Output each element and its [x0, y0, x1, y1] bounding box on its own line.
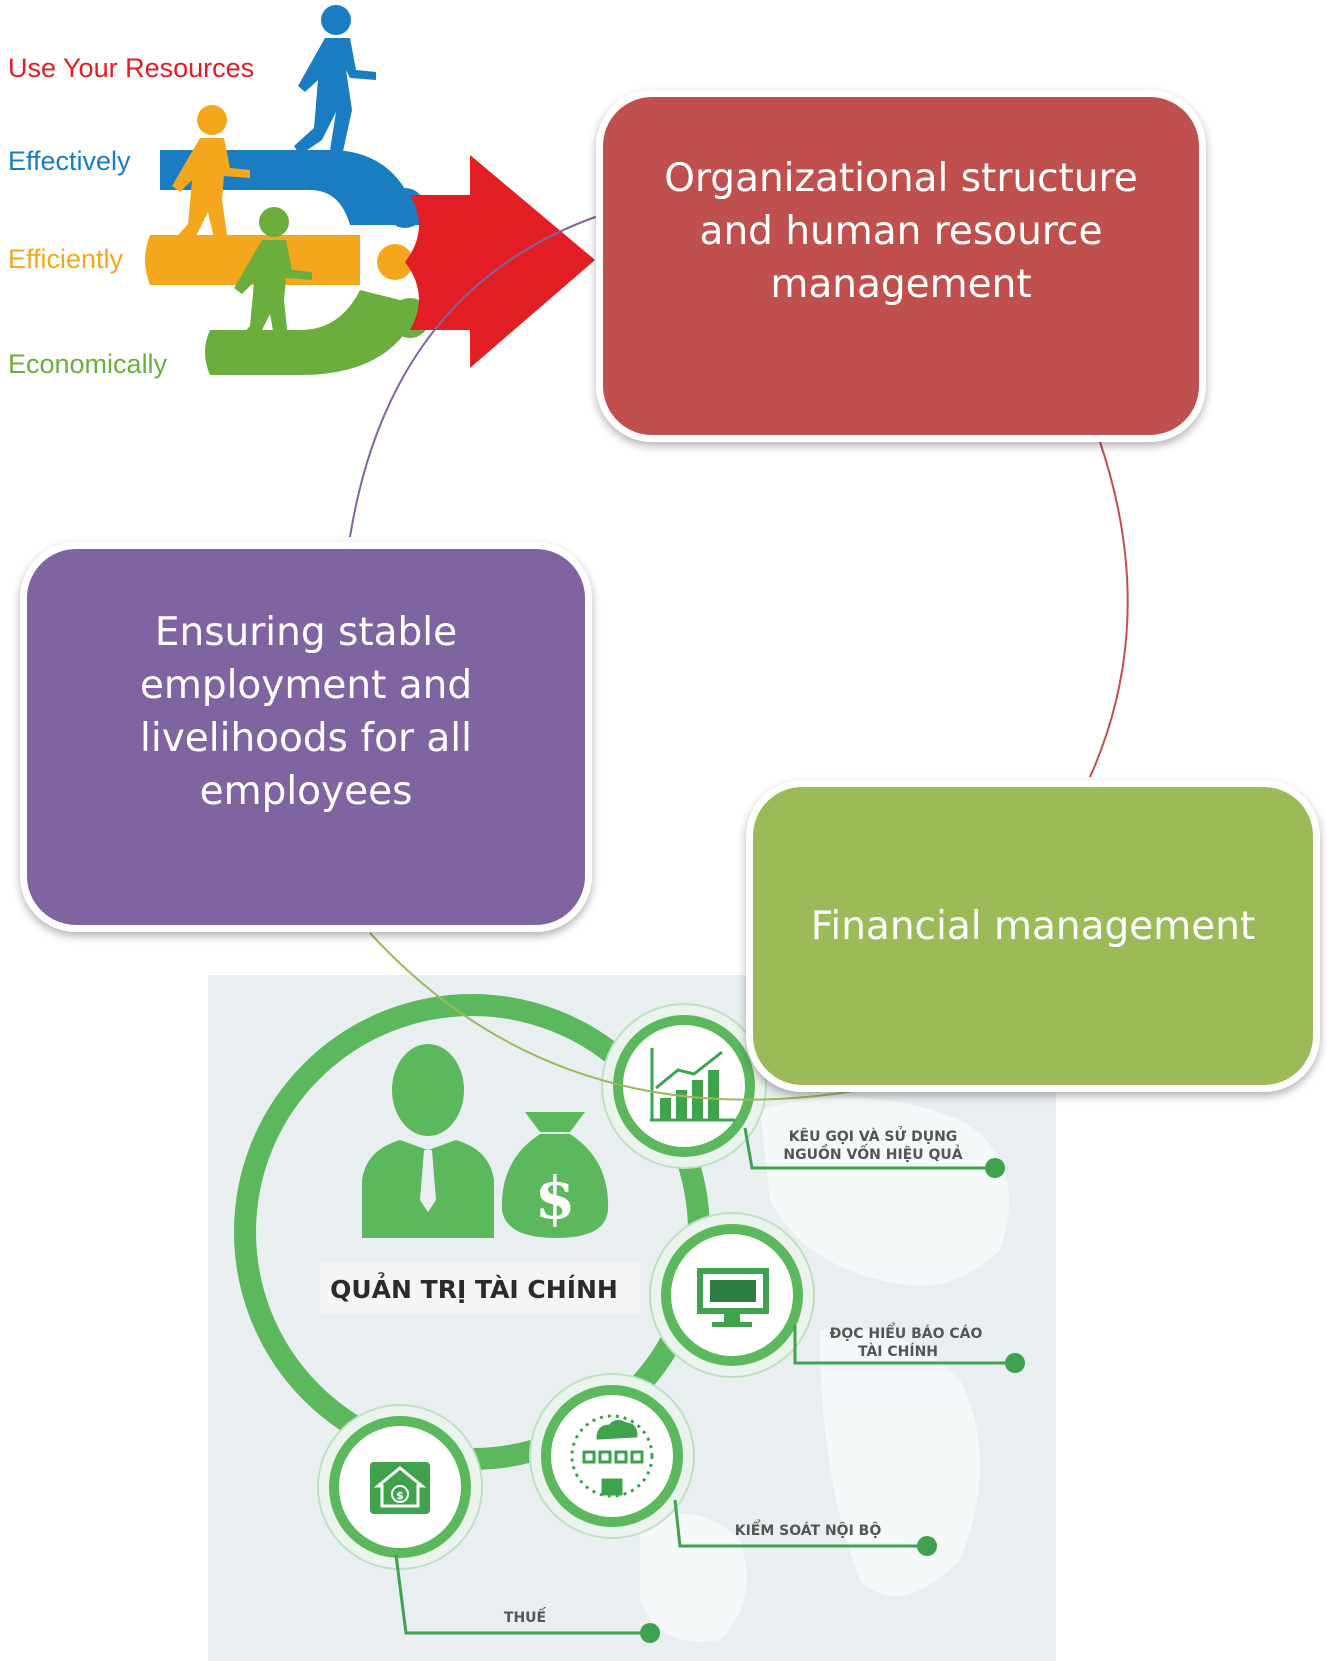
house-dollar-icon: $ [370, 1462, 430, 1514]
item-label-1a: KÊU GỌI VÀ SỬ DỤNG [789, 1126, 958, 1145]
resources-graphic: Use Your Resources Effectively Efficient… [8, 5, 595, 379]
node-text-organizational-structure: Organizational structure and human resou… [664, 155, 1138, 307]
money-bag-icon: $ [501, 1112, 609, 1238]
item-label-1b: NGUỒN VỐN HIỆU QUẢ [783, 1143, 962, 1163]
big-ring [234, 994, 710, 1470]
item-label-3: KIỂM SOÁT NỘI BỘ [735, 1519, 882, 1539]
label-use-your-resources: Use Your Resources [8, 53, 254, 83]
label-economically: Economically [8, 349, 168, 379]
node-organizational-structure: Organizational structure and human resou… [596, 90, 1206, 442]
red-arrow [405, 155, 595, 368]
item-label-2a: ĐỌC HIỂU BÁO CÁO [830, 1322, 983, 1342]
label-effectively: Effectively [8, 146, 131, 176]
svg-text:$: $ [396, 1489, 404, 1502]
svg-text:$: $ [535, 1164, 575, 1232]
walker-orange-icon [170, 105, 250, 256]
walker-blue-icon [294, 5, 376, 165]
band-green [205, 290, 420, 375]
businessman-icon [362, 1044, 494, 1238]
monitor-icon [697, 1268, 769, 1327]
item-label-4: THUẾ [504, 1607, 547, 1626]
item-label-2b: TÀI CHÍNH [858, 1343, 938, 1360]
walker-green-icon [232, 207, 312, 358]
node-stable-employment: Ensuring stable employment and livelihoo… [20, 542, 592, 932]
label-efficiently: Efficiently [8, 244, 124, 274]
cloud-network-lock-icon [570, 1414, 654, 1498]
node-text-financial-management: Financial management [810, 903, 1256, 949]
growth-chart-icon [650, 1048, 735, 1122]
arc-red-to-green [1089, 441, 1129, 778]
node-text-stable-employment: Ensuring stable employment and livelihoo… [139, 610, 473, 814]
node-financial-management: Financial management [746, 780, 1320, 1092]
finance-title: QUẢN TRỊ TÀI CHÍNH [330, 1271, 618, 1304]
